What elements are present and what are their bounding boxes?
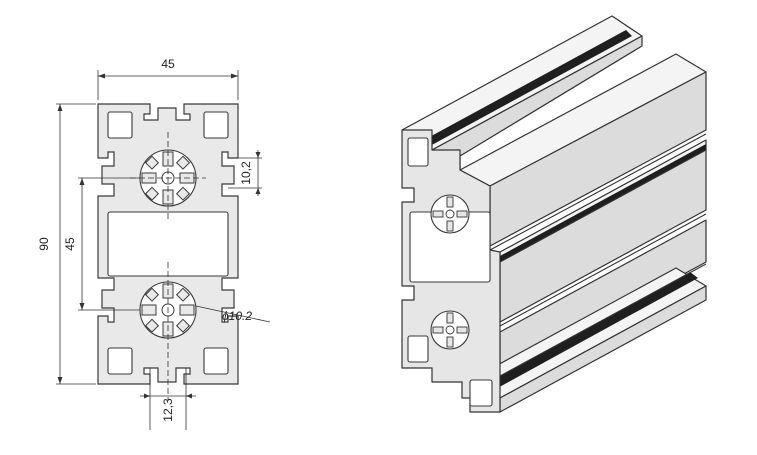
- corner-cavity: [107, 347, 133, 375]
- corner-cavity: [203, 111, 229, 139]
- dim-hole-diameter-label: ϕ10.2: [222, 309, 252, 323]
- dim-width-label: 45: [161, 57, 175, 71]
- dim-bottom-offset-label: 12,3: [161, 398, 175, 422]
- dim-slot-label: 10,2: [239, 161, 253, 185]
- dim-height-inner-label: 45: [63, 237, 77, 251]
- dim-height-total-label: 90: [37, 237, 51, 251]
- corner-cavity: [107, 111, 133, 139]
- profile-cross-section: [97, 103, 239, 400]
- corner-cavity: [203, 347, 229, 375]
- profile-isometric-view: [401, 15, 707, 413]
- dimension-lines: [56, 70, 271, 430]
